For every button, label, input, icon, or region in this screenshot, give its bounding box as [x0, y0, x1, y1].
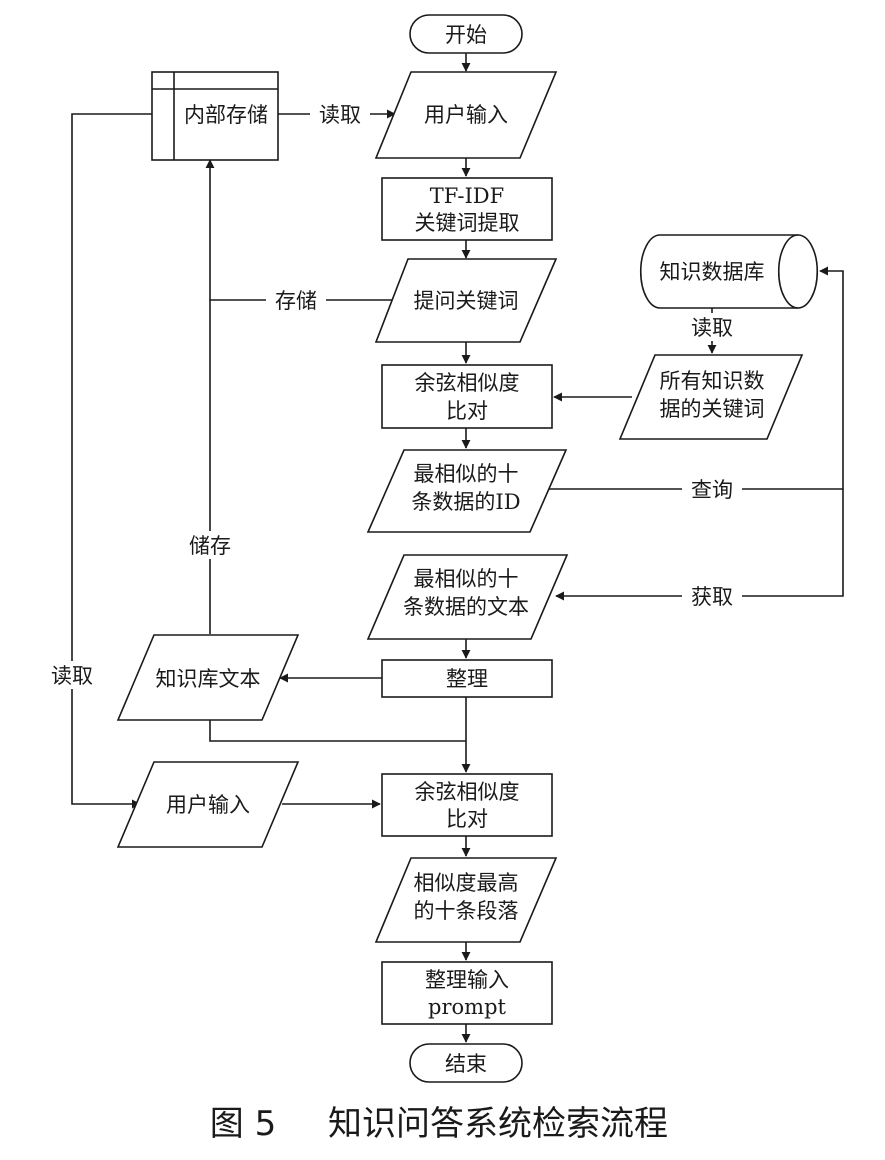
node-cosine-2: 余弦相似度 比对 — [381, 773, 553, 837]
edge-label-read-left-text: 读取 — [51, 664, 93, 688]
node-cosine-1-text-1: 余弦相似度 — [415, 371, 520, 395]
node-user-input-1: 用户输入 — [374, 71, 558, 159]
node-knowledge-db-text: 知识数据库 — [660, 260, 765, 284]
edge-label-fetch: 获取 — [682, 582, 742, 610]
node-cosine-1: 余弦相似度 比对 — [381, 364, 553, 429]
edge-label-store-keywords: 存储 — [266, 286, 326, 314]
node-cosine-2-text-2: 比对 — [446, 807, 488, 831]
edge-label-read-storage: 读取 — [310, 100, 370, 128]
node-prompt-text-1: 整理输入 — [425, 968, 509, 992]
edge-label-query-text: 查询 — [691, 478, 733, 502]
edge-fetch-to-top10text — [555, 489, 844, 601]
node-tfidf-text-2: 关键词提取 — [415, 211, 520, 235]
edge-label-read-db-text: 读取 — [691, 316, 733, 340]
node-all-keywords-text-1: 所有知识数 — [660, 369, 765, 393]
edge-label-read-left: 读取 — [42, 661, 102, 689]
node-prompt-text-2: prompt — [428, 995, 506, 1019]
node-kb-text: 知识库文本 — [116, 634, 300, 721]
node-kb-text-text: 知识库文本 — [156, 667, 261, 691]
node-user-input-1-text: 用户输入 — [424, 103, 508, 127]
node-top10-id-text-1: 最相似的十 — [414, 462, 519, 486]
edge-label-read-storage-text: 读取 — [319, 103, 361, 127]
edge-label-fetch-text: 获取 — [691, 585, 733, 609]
node-internal-storage-text: 内部存储 — [184, 103, 268, 127]
node-top10-text-text-1: 最相似的十 — [414, 567, 519, 591]
node-prompt: 整理输入 prompt — [381, 961, 553, 1025]
node-all-keywords-text-2: 据的关键词 — [660, 397, 765, 421]
edge-label-store-text-text: 储存 — [189, 534, 231, 558]
edge-label-read-db: 读取 — [682, 313, 742, 341]
edge-keywords-to-storage — [205, 159, 392, 301]
node-tfidf: TF-IDF 关键词提取 — [381, 177, 553, 241]
edge-storage-to-input2 — [71, 113, 152, 809]
edge-label-store-keywords-text: 存储 — [275, 289, 317, 313]
node-start: 开始 — [409, 14, 523, 54]
node-tfidf-text-1: TF-IDF — [430, 184, 504, 208]
node-top10-id-text-2: 条数据的ID — [411, 490, 520, 514]
node-top10-text: 最相似的十 条数据的文本 — [366, 554, 569, 640]
node-end: 结束 — [409, 1043, 523, 1083]
edge-kbtext-down-join — [209, 720, 466, 742]
node-top10-paragraphs: 相似度最高 的十条段落 — [374, 857, 558, 943]
node-cosine-1-text-2: 比对 — [446, 399, 488, 423]
edge-label-query: 查询 — [682, 475, 742, 503]
connectors — [71, 53, 844, 1043]
node-top10-paragraphs-text-2: 的十条段落 — [414, 899, 519, 923]
node-top10-id: 最相似的十 条数据的ID — [366, 449, 568, 533]
node-user-input-2-text: 用户输入 — [166, 793, 250, 817]
figure-title: 知识问答系统检索流程 — [328, 1104, 668, 1144]
figure-caption: 图 5 知识问答系统检索流程 — [210, 1104, 668, 1144]
node-end-text: 结束 — [445, 1052, 487, 1076]
node-organize-text: 整理 — [446, 667, 488, 691]
node-internal-storage: 内部存储 — [151, 71, 279, 161]
figure-number: 图 5 — [210, 1104, 276, 1144]
node-organize: 整理 — [381, 659, 553, 698]
node-top10-paragraphs-text-1: 相似度最高 — [414, 871, 519, 895]
node-start-text: 开始 — [445, 23, 487, 47]
node-knowledge-db: 知识数据库 — [639, 234, 819, 309]
node-all-keywords: 所有知识数 据的关键词 — [618, 354, 804, 440]
node-cosine-2-text-1: 余弦相似度 — [415, 780, 520, 804]
edge-label-store-text: 储存 — [180, 531, 240, 559]
node-top10-text-text-2: 条数据的文本 — [403, 595, 529, 619]
node-user-input-2: 用户输入 — [116, 761, 300, 848]
node-question-keywords-text: 提问关键词 — [414, 289, 519, 313]
node-question-keywords: 提问关键词 — [374, 258, 558, 343]
